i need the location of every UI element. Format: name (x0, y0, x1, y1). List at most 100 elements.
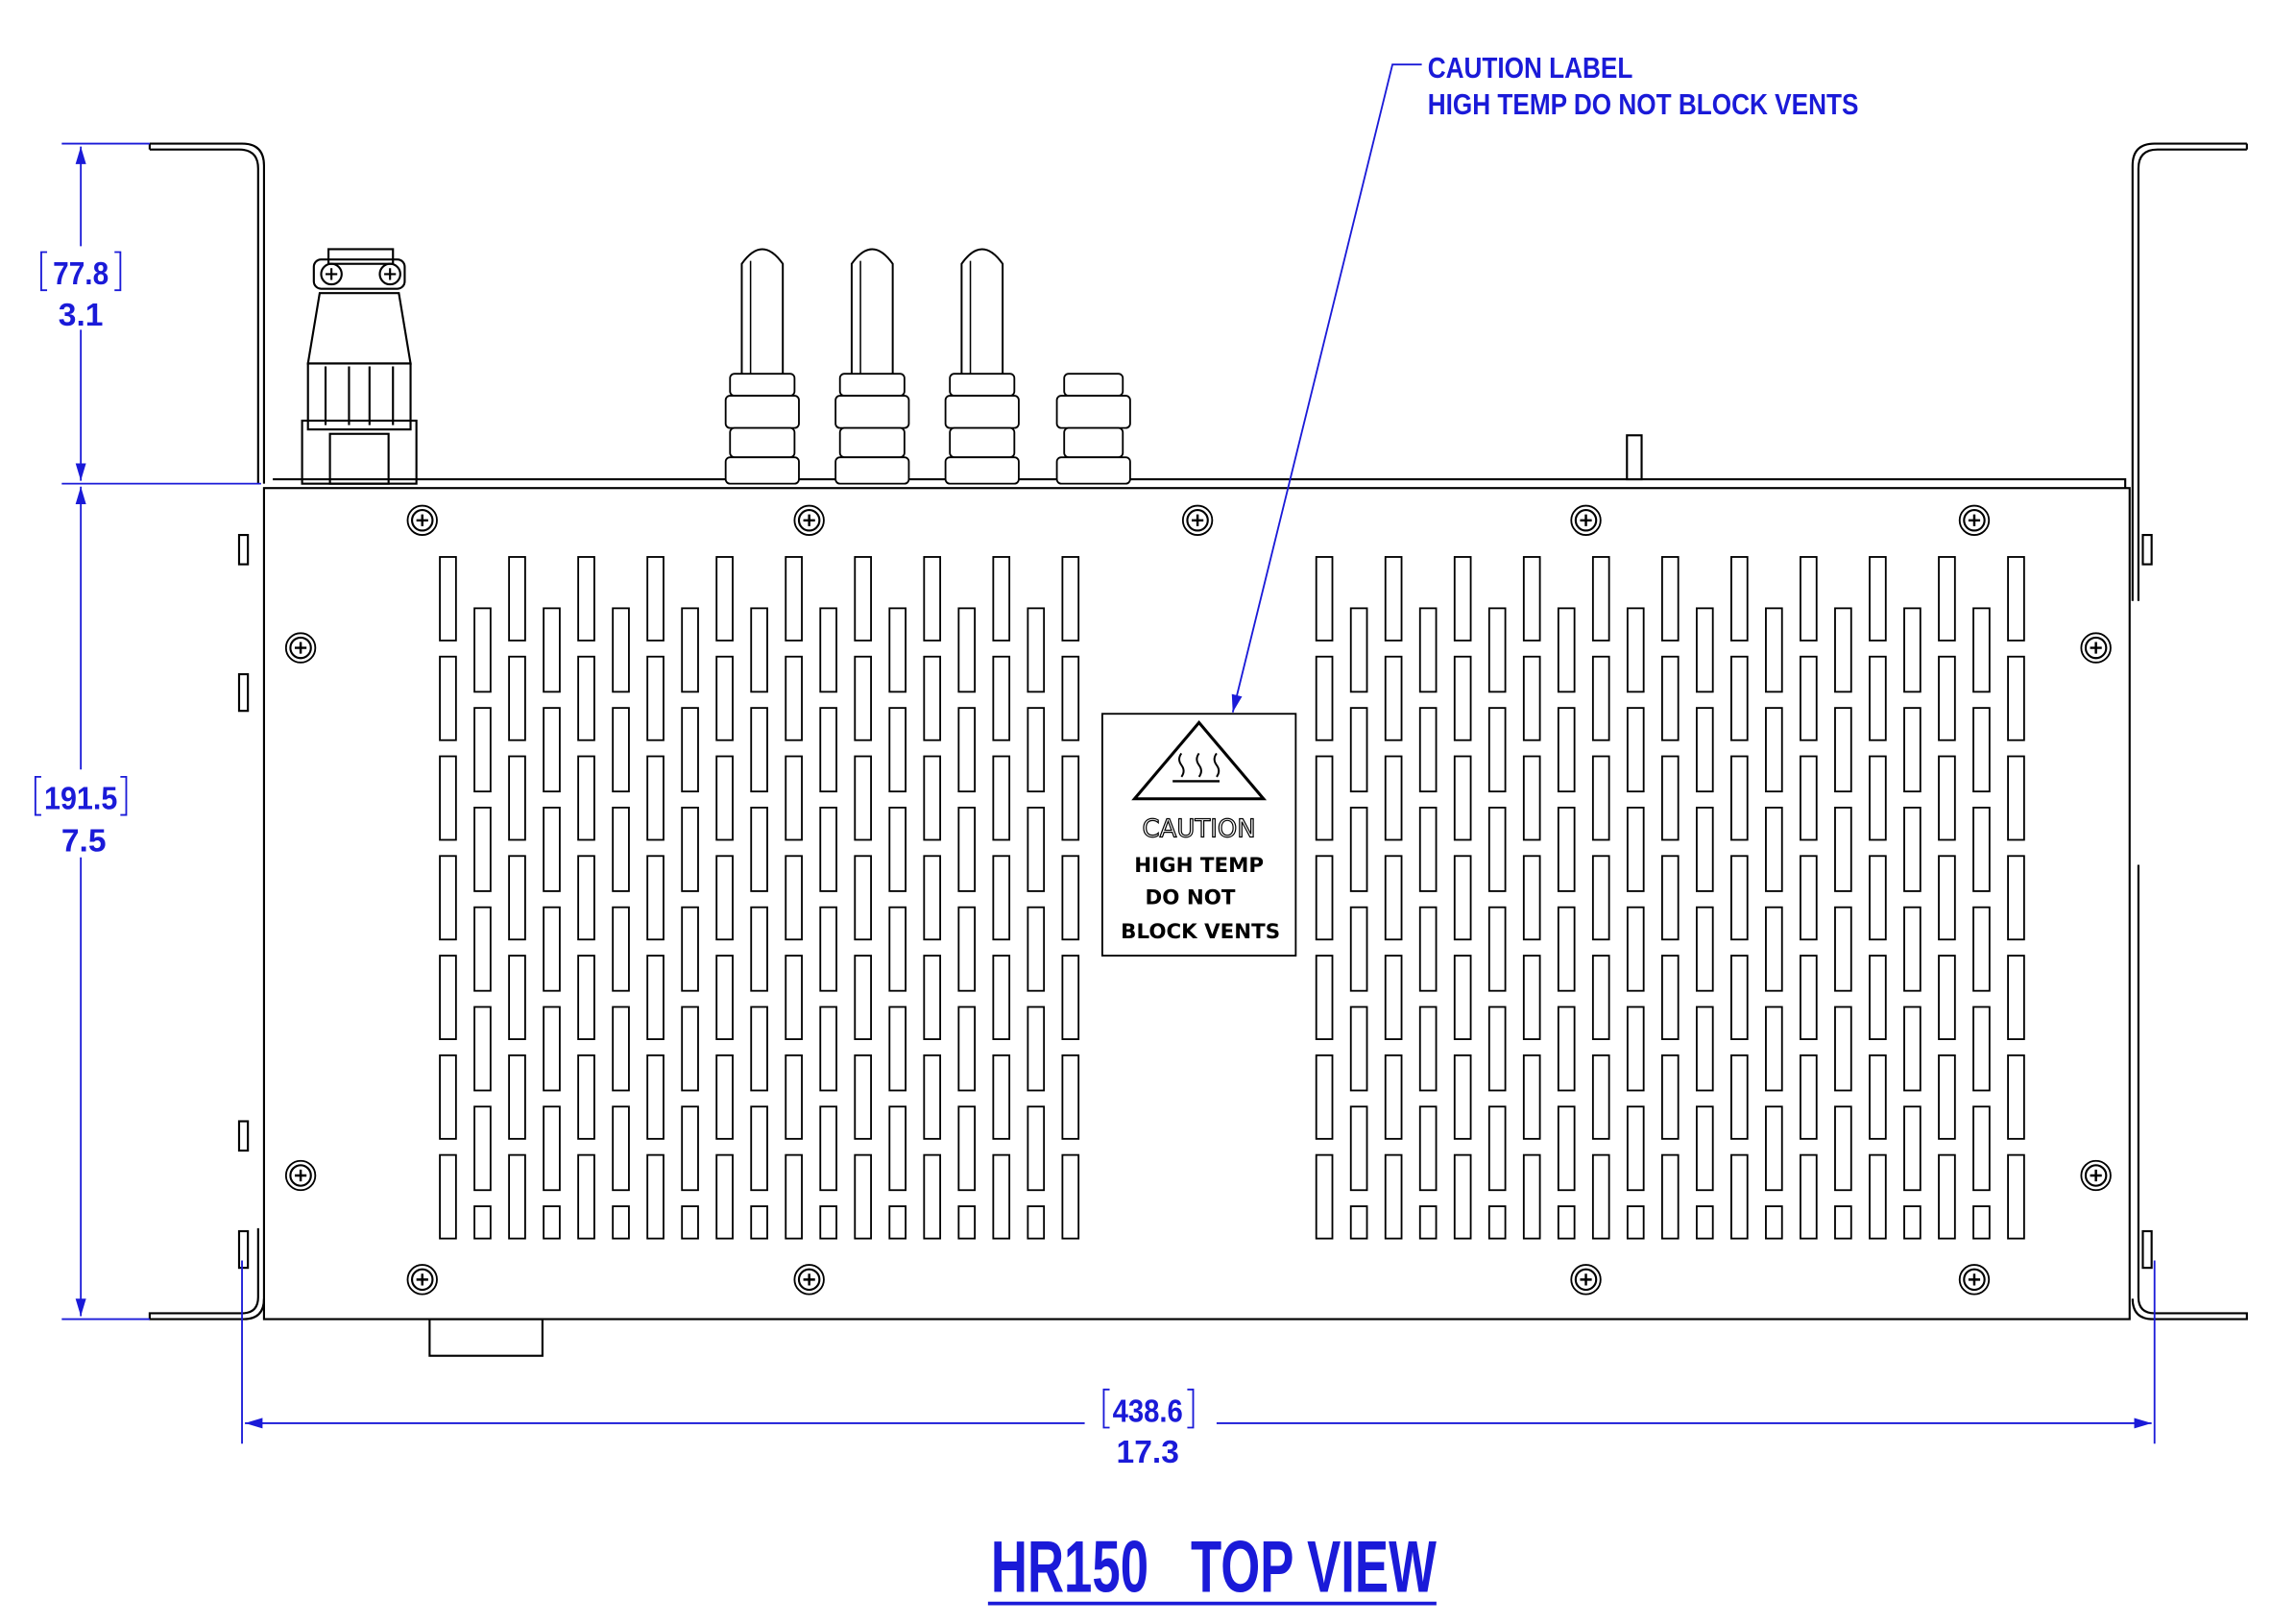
screw-icon (406, 1264, 438, 1296)
vent-slot (2007, 1054, 2025, 1140)
vent-slot (1522, 556, 1541, 642)
vent-slot (1765, 906, 1783, 992)
screw-icon (406, 504, 438, 536)
vent-slot (1626, 707, 1645, 793)
vent-slot (439, 1153, 457, 1240)
vent-slot (1938, 1153, 1956, 1240)
vent-slot (473, 906, 492, 992)
vent-slot (1834, 906, 1852, 992)
vent-slot (1834, 1006, 1852, 1092)
vent-slot (1418, 1205, 1438, 1240)
vent-slot (1626, 607, 1645, 693)
vent-slot (992, 755, 1011, 841)
vent-slot (750, 1205, 768, 1240)
vent-slot (1591, 955, 1610, 1040)
vent-slot (439, 1054, 457, 1140)
vent-slot (1730, 955, 1749, 1040)
screw-icon (1958, 504, 1991, 536)
vent-slot (750, 807, 768, 892)
vent-slot (854, 855, 872, 941)
vent-slot (1418, 807, 1438, 892)
vent-slot (543, 1006, 561, 1092)
vent-slot (1027, 1006, 1046, 1092)
vent-slot (715, 755, 734, 841)
vent-slot (1730, 1153, 1749, 1240)
vent-slot (1903, 607, 1922, 693)
vent-slot (2007, 855, 2025, 941)
vent-slot (819, 807, 837, 892)
vent-slot (1557, 1105, 1576, 1192)
vent-slot (1591, 556, 1610, 642)
vent-slot (612, 707, 630, 793)
vent-slot (785, 1054, 803, 1140)
vent-slot (1695, 906, 1714, 992)
vent-slot (1765, 807, 1783, 892)
vent-slot (1349, 807, 1368, 892)
vent-slot (750, 906, 768, 992)
vent-slot (1834, 1105, 1852, 1192)
vent-slot (1349, 607, 1368, 693)
callout-line-1: CAUTION LABEL (1428, 52, 1633, 85)
vent-slot (543, 807, 561, 892)
vent-slot (1418, 607, 1438, 693)
vent-slot (1061, 755, 1080, 841)
vent-slot (888, 1105, 907, 1192)
vent-slot (1384, 655, 1403, 741)
vent-slot (1869, 556, 1887, 642)
vent-slot (1765, 1205, 1783, 1240)
vent-slot (1384, 855, 1403, 941)
vent-slot (992, 655, 1011, 741)
vent-slot (1487, 607, 1507, 693)
vent-slot (923, 955, 942, 1040)
vent-slot (1626, 906, 1645, 992)
vent-slot (1384, 955, 1403, 1040)
vent-slot (1972, 707, 1991, 793)
vent-slot (1869, 755, 1887, 841)
vent-slot (646, 855, 665, 941)
vent-slot (543, 906, 561, 992)
vent-slot (785, 655, 803, 741)
vent-slot (1660, 855, 1680, 941)
vent-slot (1765, 707, 1783, 793)
vent-slot (715, 1153, 734, 1240)
vent-slot (1522, 755, 1541, 841)
vent-slot (543, 1205, 561, 1240)
vent-slot (923, 655, 942, 741)
circular-connector (301, 248, 418, 485)
vent-slot (923, 755, 942, 841)
vent-slot (888, 807, 907, 892)
view-title-text: HR150 TOP VIEW (991, 1526, 1437, 1608)
vent-slot (1903, 707, 1922, 793)
vent-slot (1522, 955, 1541, 1040)
vent-slot (439, 655, 457, 741)
vent-slot (1418, 906, 1438, 992)
screw-icon (793, 504, 825, 536)
vent-slot (1730, 755, 1749, 841)
vent-slot (957, 607, 977, 693)
vent-slot (1800, 955, 1818, 1040)
vent-slot (508, 1153, 526, 1240)
vent-slot (1315, 655, 1334, 741)
fuse-holder (834, 248, 910, 485)
vent-slot (1418, 1006, 1438, 1092)
vent-slot (1972, 906, 1991, 992)
vent-slot (1384, 755, 1403, 841)
vent-slot (1315, 755, 1334, 841)
screw-icon (284, 632, 317, 664)
vent-slot (888, 607, 907, 693)
vent-slot (543, 1105, 561, 1192)
vent-slot (1938, 556, 1956, 642)
hot-surface-warning-icon (1131, 720, 1268, 801)
vent-slot (577, 1153, 595, 1240)
vent-slot (888, 1006, 907, 1092)
vent-slot (1869, 1153, 1887, 1240)
vent-slot (750, 1105, 768, 1192)
vent-slot (612, 1006, 630, 1092)
vent-slot (577, 755, 595, 841)
vent-slot (2007, 955, 2025, 1040)
vent-slot (1061, 1153, 1080, 1240)
vent-slot (612, 807, 630, 892)
vent-slot (1972, 807, 1991, 892)
vent-slot (1384, 556, 1403, 642)
vent-slot (1315, 955, 1334, 1040)
